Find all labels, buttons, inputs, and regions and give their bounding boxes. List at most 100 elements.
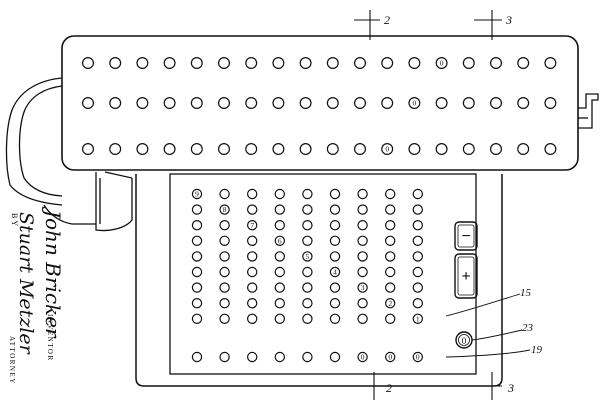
keyboard-key[interactable]: 8 bbox=[219, 204, 230, 215]
zero-key[interactable]: 0 bbox=[455, 331, 473, 349]
zero-row-key[interactable] bbox=[302, 351, 313, 363]
zero-row-key[interactable] bbox=[246, 351, 258, 363]
keyboard-key[interactable] bbox=[246, 266, 258, 278]
keyboard-key[interactable] bbox=[274, 313, 285, 324]
keyboard-key[interactable] bbox=[219, 298, 230, 309]
plus-key[interactable]: + bbox=[454, 253, 478, 299]
keyboard-key[interactable] bbox=[274, 282, 285, 293]
keyboard-key[interactable] bbox=[246, 204, 258, 215]
keyboard-key[interactable] bbox=[329, 219, 341, 231]
keyboard-key[interactable] bbox=[385, 219, 396, 231]
keyboard-key[interactable] bbox=[302, 298, 313, 309]
keyboard-key[interactable] bbox=[302, 282, 313, 293]
keyboard-key[interactable] bbox=[191, 204, 203, 215]
keyboard-key[interactable] bbox=[357, 298, 368, 309]
keyboard-key[interactable] bbox=[302, 204, 313, 215]
keyboard-key[interactable] bbox=[219, 266, 230, 278]
keyboard-key[interactable] bbox=[274, 188, 285, 200]
keyboard-key-digit: 4 bbox=[333, 268, 337, 277]
keyboard-key[interactable] bbox=[191, 266, 203, 278]
keyboard-key[interactable] bbox=[357, 204, 368, 215]
zero-row-key[interactable] bbox=[191, 351, 203, 363]
zero-row-key-digit: 0 bbox=[388, 353, 392, 362]
keyboard-key[interactable] bbox=[385, 313, 396, 324]
keyboard-key[interactable] bbox=[274, 266, 285, 278]
zero-row-key[interactable]: 0 bbox=[357, 351, 368, 363]
keyboard-key[interactable] bbox=[357, 266, 368, 278]
keyboard-key[interactable] bbox=[219, 219, 230, 231]
keyboard-key[interactable] bbox=[246, 298, 258, 309]
zero-row-key[interactable]: 0 bbox=[385, 351, 396, 363]
keyboard-key[interactable] bbox=[191, 235, 203, 246]
keyboard-key[interactable] bbox=[357, 235, 368, 246]
keyboard-key[interactable]: 5 bbox=[302, 251, 313, 262]
keyboard-key[interactable] bbox=[302, 219, 313, 231]
keyboard-key[interactable] bbox=[191, 298, 203, 309]
keyboard-key[interactable]: 4 bbox=[329, 266, 341, 278]
keyboard-key[interactable] bbox=[246, 313, 258, 324]
keyboard-key[interactable]: 9 bbox=[191, 188, 203, 200]
keyboard-key[interactable] bbox=[385, 188, 396, 200]
keyboard-key[interactable] bbox=[412, 298, 423, 309]
keyboard-key[interactable] bbox=[385, 235, 396, 246]
keyboard-key[interactable] bbox=[302, 266, 313, 278]
zero-row-key[interactable] bbox=[329, 351, 341, 363]
register-dial bbox=[354, 143, 367, 156]
keyboard-key[interactable] bbox=[385, 282, 396, 293]
keyboard-key[interactable] bbox=[246, 282, 258, 293]
keyboard-key[interactable] bbox=[412, 188, 423, 200]
keyboard-key[interactable] bbox=[329, 251, 341, 262]
keyboard-key[interactable] bbox=[357, 188, 368, 200]
keyboard-key[interactable] bbox=[246, 251, 258, 262]
keyboard-key[interactable] bbox=[385, 204, 396, 215]
side-lever[interactable] bbox=[578, 93, 599, 129]
keyboard-key[interactable] bbox=[357, 219, 368, 231]
keyboard-key[interactable] bbox=[219, 235, 230, 246]
keyboard-key[interactable] bbox=[329, 204, 341, 215]
keyboard-key[interactable] bbox=[357, 251, 368, 262]
keyboard-key[interactable] bbox=[274, 298, 285, 309]
keyboard-key[interactable] bbox=[412, 235, 423, 246]
keyboard-key[interactable] bbox=[219, 313, 230, 324]
zero-row-key[interactable]: 0 bbox=[412, 351, 423, 363]
keyboard-key[interactable] bbox=[302, 188, 313, 200]
keyboard-key[interactable] bbox=[191, 219, 203, 231]
keyboard-key[interactable] bbox=[219, 282, 230, 293]
register-dial bbox=[109, 143, 122, 156]
minus-key[interactable]: − bbox=[454, 221, 478, 251]
keyboard-key[interactable] bbox=[191, 313, 203, 324]
keyboard-key[interactable] bbox=[219, 188, 230, 200]
keyboard-key[interactable] bbox=[302, 235, 313, 246]
keyboard-key[interactable] bbox=[329, 282, 341, 293]
keyboard-key[interactable] bbox=[412, 204, 423, 215]
keyboard-key[interactable] bbox=[219, 251, 230, 262]
keyboard-key[interactable] bbox=[357, 313, 368, 324]
zero-row-key[interactable] bbox=[219, 351, 230, 363]
keyboard-key[interactable] bbox=[274, 204, 285, 215]
keyboard-key[interactable] bbox=[329, 188, 341, 200]
keyboard-key[interactable]: 1 bbox=[412, 313, 423, 324]
keyboard-key[interactable] bbox=[274, 251, 285, 262]
keyboard-key[interactable] bbox=[246, 188, 258, 200]
keyboard-key[interactable] bbox=[412, 219, 423, 231]
keyboard-key[interactable]: 2 bbox=[385, 298, 396, 309]
keyboard-key[interactable] bbox=[412, 251, 423, 262]
keyboard-key[interactable]: 7 bbox=[246, 219, 258, 231]
keyboard-key[interactable] bbox=[329, 313, 341, 324]
keyboard-key[interactable] bbox=[246, 235, 258, 246]
register-dial bbox=[272, 143, 285, 156]
keyboard-key[interactable] bbox=[274, 219, 285, 231]
keyboard-key[interactable] bbox=[412, 282, 423, 293]
keyboard-key[interactable] bbox=[329, 235, 341, 246]
keyboard-key[interactable] bbox=[191, 282, 203, 293]
keyboard-key[interactable] bbox=[385, 251, 396, 262]
keyboard-key[interactable]: 3 bbox=[357, 282, 368, 293]
keyboard-key[interactable] bbox=[329, 298, 341, 309]
zero-row-key[interactable] bbox=[274, 351, 285, 363]
keyboard-key[interactable] bbox=[412, 266, 423, 278]
keyboard-key[interactable] bbox=[191, 251, 203, 262]
keyboard-key[interactable] bbox=[385, 266, 396, 278]
keyboard-key[interactable]: 6 bbox=[274, 235, 285, 246]
register-dial bbox=[218, 96, 231, 109]
keyboard-key[interactable] bbox=[302, 313, 313, 324]
